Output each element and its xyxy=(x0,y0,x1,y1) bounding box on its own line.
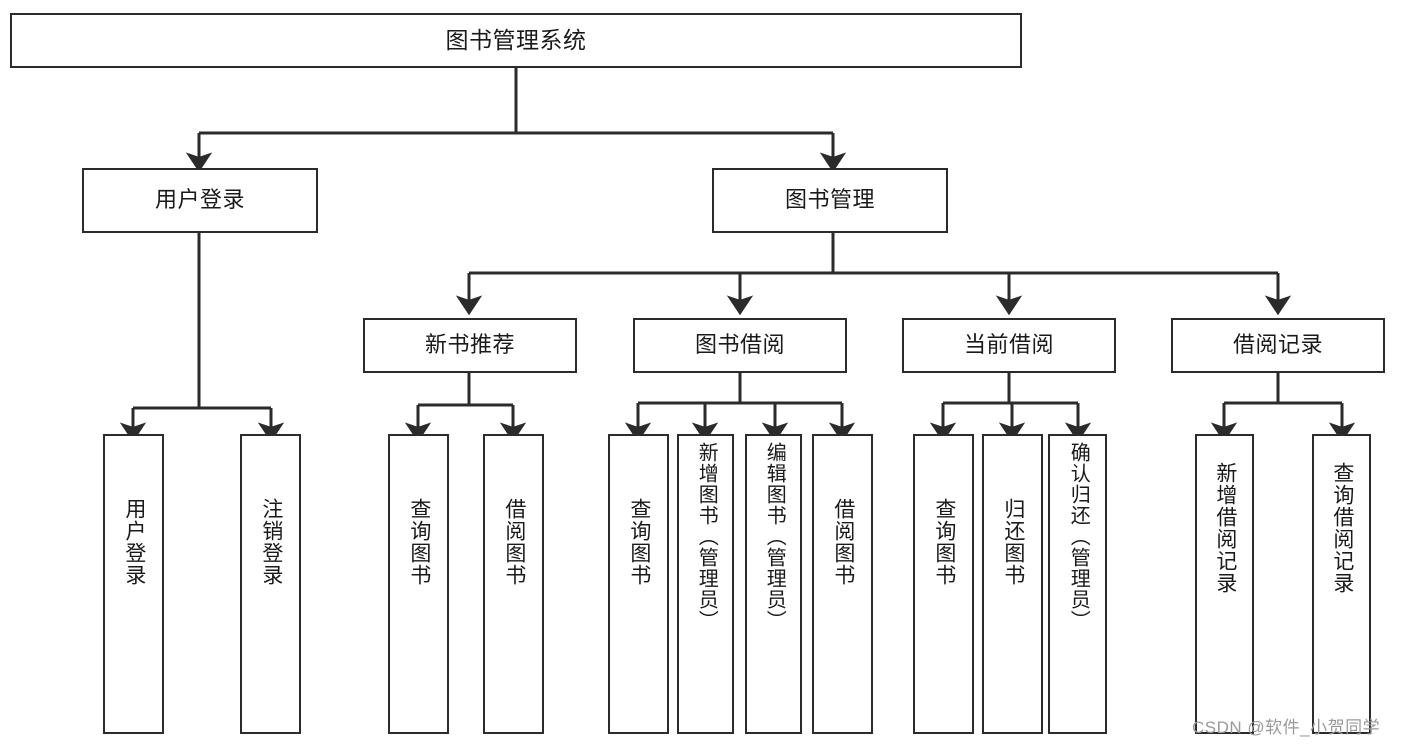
node-leaf-borrow-book-2-label: 借阅图书 xyxy=(831,498,855,586)
node-leaf-confirm-return[interactable]: 确认归还（管理员） xyxy=(1048,434,1107,734)
node-leaf-confirm-return-label: 确认归还（管理员） xyxy=(1067,442,1090,631)
node-leaf-return-book-label: 归还图书 xyxy=(1001,498,1025,586)
node-user-login-label: 用户登录 xyxy=(154,187,245,213)
node-leaf-query-record-label: 查询借阅记录 xyxy=(1330,462,1354,594)
node-current-borrow[interactable]: 当前借阅 xyxy=(902,318,1116,373)
node-leaf-query-book-3-label: 查询图书 xyxy=(932,498,956,586)
node-current-borrow-label: 当前借阅 xyxy=(963,332,1054,358)
node-book-management[interactable]: 图书管理 xyxy=(712,168,948,233)
node-leaf-query-record[interactable]: 查询借阅记录 xyxy=(1312,434,1371,734)
node-new-book-recommend[interactable]: 新书推荐 xyxy=(363,318,577,373)
node-leaf-edit-book[interactable]: 编辑图书（管理员） xyxy=(745,434,802,734)
node-leaf-add-record-label: 新增借阅记录 xyxy=(1213,462,1237,594)
node-leaf-query-book-2-label: 查询图书 xyxy=(627,498,651,586)
node-borrow-record-label: 借阅记录 xyxy=(1232,332,1323,358)
node-book-management-label: 图书管理 xyxy=(784,187,875,213)
node-leaf-logout-label: 注销登录 xyxy=(259,498,283,586)
node-leaf-borrow-book-1-label: 借阅图书 xyxy=(502,498,526,586)
node-book-borrow-label: 图书借阅 xyxy=(694,332,785,358)
node-leaf-borrow-book-1[interactable]: 借阅图书 xyxy=(483,434,544,734)
node-leaf-borrow-book-2[interactable]: 借阅图书 xyxy=(812,434,873,734)
node-root[interactable]: 图书管理系统 xyxy=(10,13,1022,68)
node-leaf-logout[interactable]: 注销登录 xyxy=(240,434,301,734)
node-leaf-query-book-1[interactable]: 查询图书 xyxy=(388,434,449,734)
node-new-book-recommend-label: 新书推荐 xyxy=(424,332,515,358)
node-leaf-query-book-2[interactable]: 查询图书 xyxy=(608,434,669,734)
node-leaf-user-login[interactable]: 用户登录 xyxy=(103,434,164,734)
node-leaf-query-book-1-label: 查询图书 xyxy=(407,498,431,586)
node-borrow-record[interactable]: 借阅记录 xyxy=(1171,318,1385,373)
node-user-login[interactable]: 用户登录 xyxy=(82,168,318,233)
node-book-borrow[interactable]: 图书借阅 xyxy=(633,318,847,373)
node-leaf-user-login-label: 用户登录 xyxy=(122,498,146,586)
node-leaf-add-book-label: 新增图书（管理员） xyxy=(695,442,718,631)
node-leaf-return-book[interactable]: 归还图书 xyxy=(982,434,1043,734)
node-leaf-add-record[interactable]: 新增借阅记录 xyxy=(1195,434,1254,734)
node-leaf-add-book[interactable]: 新增图书（管理员） xyxy=(677,434,734,734)
node-root-label: 图书管理系统 xyxy=(445,26,587,53)
node-leaf-edit-book-label: 编辑图书（管理员） xyxy=(763,442,786,631)
node-leaf-query-book-3[interactable]: 查询图书 xyxy=(913,434,974,734)
